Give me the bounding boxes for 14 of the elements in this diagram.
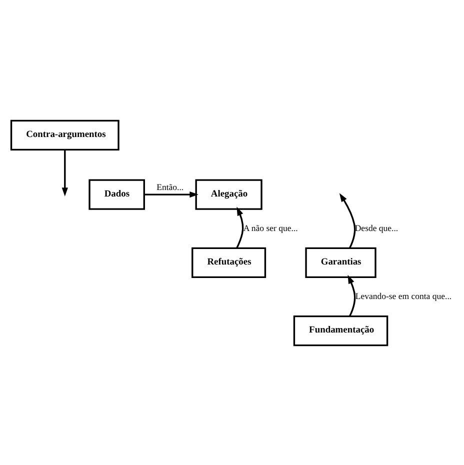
arrow bbox=[339, 192, 356, 248]
arrow bbox=[62, 149, 68, 196]
node-box: Dados bbox=[88, 178, 145, 210]
edge-label: Então... bbox=[156, 182, 184, 192]
edge-label: A não ser que... bbox=[243, 222, 298, 232]
arrow bbox=[348, 274, 356, 316]
node-box: Contra-argumentos bbox=[10, 119, 120, 150]
edge-label: Levando-se em conta que... bbox=[355, 290, 452, 301]
node-box: Fundamentação bbox=[293, 314, 388, 346]
node-box: Alegação bbox=[195, 178, 262, 210]
arrow bbox=[144, 190, 198, 198]
arrow bbox=[236, 206, 244, 248]
node-box: Refutações bbox=[192, 246, 266, 278]
node-box: Garantias bbox=[305, 246, 376, 278]
